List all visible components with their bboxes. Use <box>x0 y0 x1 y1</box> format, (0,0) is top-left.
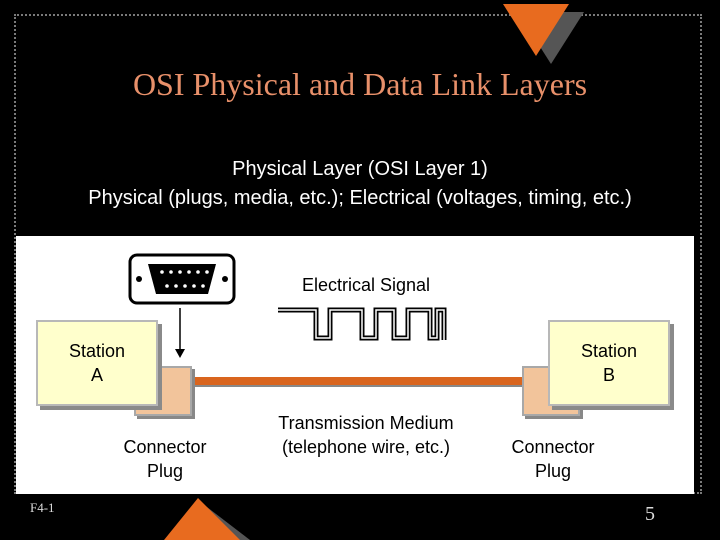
top-right-triangle <box>503 4 569 56</box>
diagram-panel: Electrical Signal Station A Station B Co… <box>16 236 694 494</box>
square-wave-signal <box>278 307 447 341</box>
connector-plug-left-line2: Plug <box>146 461 184 481</box>
square-wave-signal-inner <box>278 309 445 340</box>
station-b-line2: B <box>602 365 615 385</box>
station-a-line2: A <box>90 365 103 385</box>
footer-code: F4-1 <box>30 500 55 515</box>
transmission-medium-line1: Transmission Medium <box>278 413 454 433</box>
station-b-box: Station B <box>548 320 670 406</box>
subtitle-line-2: Physical (plugs, media, etc.); Electrica… <box>88 187 632 209</box>
serial-connector-icon <box>128 253 236 305</box>
transmission-wire <box>192 377 528 387</box>
diagram-graphics <box>128 253 528 387</box>
connector-plug-right-line1: Connector <box>511 437 595 457</box>
slide-title: OSI Physical and Data Link Layers <box>132 66 588 102</box>
electrical-signal-label: Electrical Signal <box>301 275 431 295</box>
bottom-triangle <box>164 498 240 540</box>
station-a-box: Station A <box>36 320 158 406</box>
connector-plug-left-line1: Connector <box>123 437 207 457</box>
station-a-line1: Station <box>68 341 126 361</box>
pointer-arrow <box>175 308 185 358</box>
subtitle-line-1: Physical Layer (OSI Layer 1) <box>232 158 488 180</box>
page-number: 5 <box>645 503 655 525</box>
transmission-medium-line2: (telephone wire, etc.) <box>281 437 451 457</box>
connector-plug-right-line2: Plug <box>534 461 572 481</box>
station-b-line1: Station <box>580 341 638 361</box>
